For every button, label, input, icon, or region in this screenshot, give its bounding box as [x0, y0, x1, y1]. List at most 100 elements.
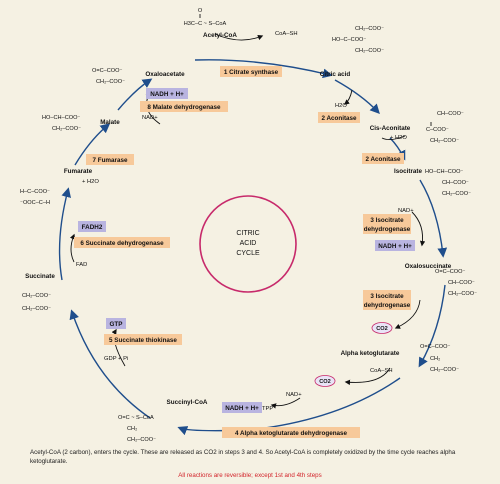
acetyl-coa-label: Acetyl-CoA	[203, 32, 237, 39]
svg-text:CH₂–COO⁻: CH₂–COO⁻	[52, 126, 81, 132]
coa-sh-top: CoA–SH	[275, 31, 298, 37]
cofactor-box-fadh2	[78, 221, 106, 232]
svg-text:HO–CH–COO⁻: HO–CH–COO⁻	[42, 115, 80, 121]
arrow-malate-oxaloacetate	[117, 78, 153, 111]
arrow-oxalosuccinate-akg	[418, 284, 446, 368]
co2-oxalo-oval	[371, 322, 393, 334]
caption: Acetyl-CoA (2 carbon), enters the cycle.…	[30, 449, 456, 465]
oxaloacetate-label: Oxaloacetate	[145, 71, 185, 78]
arrow-isocitrate-oxalosuccinate	[419, 179, 448, 258]
enzyme-4: 4 Alpha ketoglutarate dehydrogenase	[235, 430, 348, 437]
malate-label: Malate	[100, 119, 120, 126]
svg-text:O=C–COO⁻: O=C–COO⁻	[92, 68, 123, 74]
enzyme-box-6	[74, 237, 170, 248]
arrow-acetylcoa-entry	[214, 33, 264, 41]
enzyme-box-2b	[362, 153, 404, 164]
enzyme-box-3b	[363, 290, 411, 310]
enzyme-box-3a	[363, 214, 411, 234]
fumarate-label: Fumarate	[64, 168, 93, 175]
enzyme-box-8	[140, 101, 228, 112]
svg-text:‖: ‖	[199, 14, 201, 20]
svg-text:CH–COO⁻: CH–COO⁻	[448, 280, 475, 286]
alpha-ketoglutarate-label: Alpha ketoglutarate	[341, 350, 400, 357]
center-ring	[199, 195, 297, 293]
cofactor-box-nadh-malate	[146, 88, 188, 99]
svg-text:‖: ‖	[430, 122, 432, 128]
enzyme-6: 6 Succinate dehydrogenase	[80, 240, 164, 247]
tpp: TPP	[262, 406, 273, 412]
svg-text:CH₂–COO⁻: CH₂–COO⁻	[22, 293, 51, 299]
reversibility-note: All reactions are reversible; except 1st…	[178, 472, 322, 479]
cofactor-nadh-akg: NADH + H+	[225, 405, 259, 412]
arrow-h2o-release	[343, 89, 353, 105]
coa-sh-akg: CoA–SH	[370, 368, 393, 374]
svg-text:C–COO⁻: C–COO⁻	[426, 127, 449, 133]
svg-text:CH₂–COO⁻: CH₂–COO⁻	[442, 191, 471, 197]
co2-akg-oval	[314, 375, 336, 387]
arrow-nad-isocitrate	[411, 211, 426, 247]
svg-text:CH₂–COO⁻: CH₂–COO⁻	[22, 306, 51, 312]
h2o-in: + H2O	[390, 135, 407, 141]
enzyme-box-2a	[318, 112, 360, 123]
center-line2: ACID	[240, 240, 257, 247]
citric-acid-label: Citric acid	[320, 71, 351, 78]
arrow-oxaloacetate-citrate	[194, 59, 333, 79]
cofactor-box-nadh-isocitrate	[375, 240, 415, 251]
cofactor-nadh-malate: NADH + H+	[150, 91, 184, 98]
cofactor-co2-oxalo: CO2	[376, 326, 388, 332]
svg-text:HO–C–COO⁻: HO–C–COO⁻	[332, 37, 366, 43]
svg-text:CH–COO⁻: CH–COO⁻	[442, 180, 469, 186]
center-line1: CITRIC	[236, 230, 259, 237]
arrow-succinate-fumarate	[58, 187, 71, 281]
succinate-label: Succinate	[25, 273, 55, 280]
cofactor-nadh-isocitrate: NADH + H+	[378, 243, 412, 250]
cofactor-co2-akg: CO2	[319, 379, 331, 385]
svg-text:O=C–COO⁻: O=C–COO⁻	[420, 344, 451, 350]
svg-text:H–C–COO⁻: H–C–COO⁻	[20, 189, 50, 195]
succinyl-coa-label: Succinyl-CoA	[167, 399, 208, 406]
arrow-co2-akg	[344, 367, 391, 386]
svg-text:CH₂–COO⁻: CH₂–COO⁻	[430, 138, 459, 144]
svg-text:CH₂–COO⁻: CH₂–COO⁻	[355, 26, 384, 32]
isocitrate-label: Isocitrate	[394, 168, 422, 175]
enzyme-box-5	[104, 334, 182, 345]
structural-formulas: O ‖ H3C–C ~ S–CoA CH₂–COO⁻ HO–C–COO⁻ CH₂…	[20, 8, 477, 443]
arrow-akg-succinylcoa	[177, 377, 401, 436]
enzyme-1: 1 Citrate synthase	[224, 69, 279, 76]
arrow-nad-akg	[270, 397, 301, 409]
center-line3: CYCLE	[236, 250, 260, 257]
enzyme-2a: 2 Aconitase	[321, 115, 357, 122]
h2o-fumarase: + H2O	[82, 179, 99, 185]
oxalosuccinate-label: Oxalosuccinate	[405, 263, 452, 270]
svg-text:O: O	[198, 8, 203, 14]
svg-text:CH–COO⁻: CH–COO⁻	[437, 111, 464, 117]
svg-text:CH₂–COO⁻: CH₂–COO⁻	[355, 48, 384, 54]
arrow-fumarate-malate	[74, 123, 111, 166]
svg-text:CH₂–COO⁻: CH₂–COO⁻	[96, 79, 125, 85]
cofactor-box-nadh-akg	[222, 402, 262, 413]
arrow-h2o-add	[381, 135, 406, 141]
h2o-out: H2O	[335, 103, 347, 109]
nad-akg: NAD+	[286, 392, 302, 398]
enzyme-7: 7 Fumarase	[92, 157, 127, 164]
svg-text:CH₂–COO⁻: CH₂–COO⁻	[430, 367, 459, 373]
gdp-pi: GDP + Pi	[104, 356, 128, 362]
svg-text:HO–CH–COO⁻: HO–CH–COO⁻	[425, 169, 463, 175]
svg-text:CH₂: CH₂	[430, 356, 440, 362]
cis-aconitate-label: Cis-Aconitate	[370, 125, 411, 132]
enzyme-3b-line2: dehydrogenase	[364, 302, 411, 309]
svg-text:CH₂–COO⁻: CH₂–COO⁻	[448, 291, 477, 297]
enzyme-3a-line1: 3 Isocitrate	[370, 217, 404, 224]
enzyme-2b: 2 Aconitase	[365, 156, 401, 163]
arrow-fadh2	[69, 233, 76, 263]
enzyme-3a-line2: dehydrogenase	[364, 226, 411, 233]
cofactor-box-gtp	[106, 318, 126, 329]
nad-malate: NAD+	[142, 115, 158, 121]
cofactor-fadh2: FADH2	[82, 224, 103, 231]
svg-text:O=C–COO⁻: O=C–COO⁻	[435, 269, 466, 275]
arrow-citrate-cisaconitate	[334, 79, 380, 115]
enzyme-5: 5 Succinate thiokinase	[109, 337, 177, 344]
svg-text:CH₂: CH₂	[127, 426, 137, 432]
